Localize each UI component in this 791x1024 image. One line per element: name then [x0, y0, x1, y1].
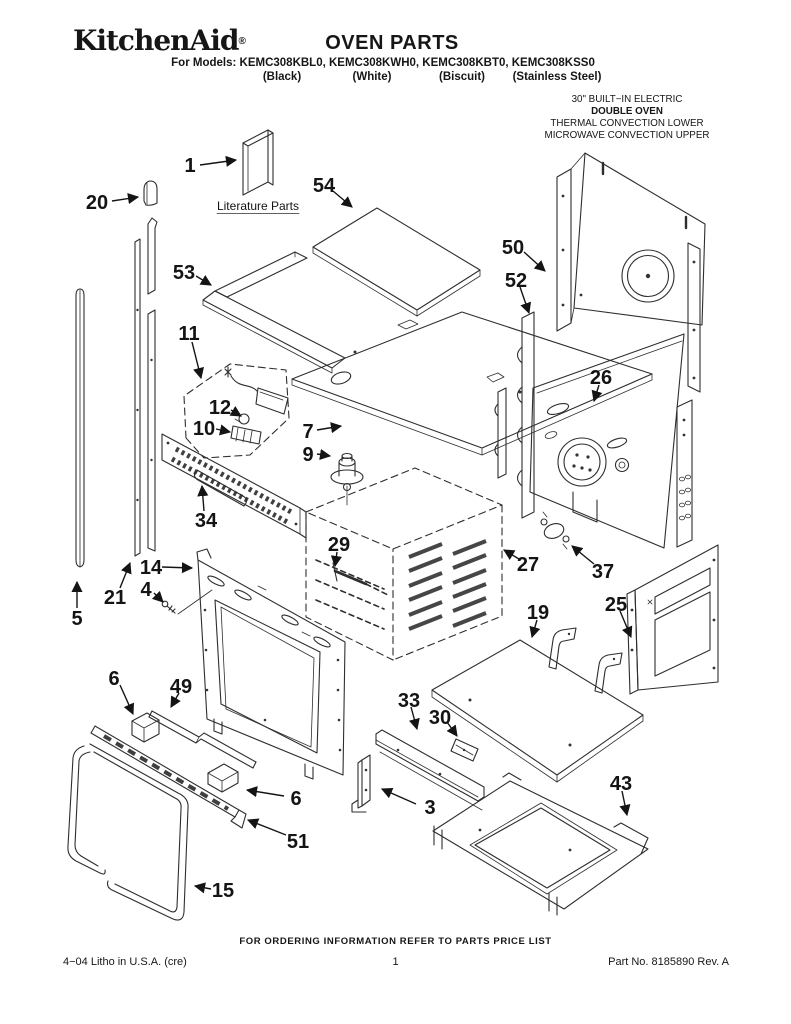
part-3-bracket [351, 754, 371, 813]
desc-line-4: MICROWAVE CONVECTION UPPER [544, 130, 710, 141]
part-26-blower-panel [529, 333, 693, 549]
part-number: Part No. 8185890 Rev. A [608, 956, 729, 968]
callout-37: 37 [592, 561, 614, 583]
kitchenaid-logo: KitchenAid® [73, 24, 246, 57]
models-line: For Models: KEMC308KBL0, KEMC308KWH0, KE… [171, 57, 595, 69]
part-33-rail [375, 729, 485, 811]
part-5-side-trim [75, 288, 85, 568]
literature-parts-label: Literature Parts [216, 199, 300, 214]
desc-line-2: DOUBLE OVEN [591, 106, 663, 117]
callout-19: 19 [527, 602, 549, 624]
part-51-lower-trim [90, 725, 247, 829]
callout-43: 43 [610, 773, 632, 795]
part-14-front-frame [196, 548, 346, 780]
finish-black: (Black) [262, 71, 302, 83]
part-9-grease-fitting [330, 452, 364, 506]
model-description: 30" BUILT−IN ELECTRIC DOUBLE OVEN THERMA… [527, 94, 727, 142]
callout-34: 34 [195, 510, 218, 532]
callout-27: 27 [517, 554, 539, 576]
part-52-bracket [494, 311, 535, 519]
part-15-door-gasket [67, 743, 189, 921]
part-54-insulation-pad [312, 207, 481, 317]
desc-line-1: 30" BUILT−IN ELECTRIC [571, 94, 683, 105]
part-11-light-kit-outline [183, 363, 290, 459]
part-6b-spacer-block [207, 763, 239, 793]
callout-9: 9 [302, 444, 313, 466]
brand-text: KitchenAid [73, 24, 239, 57]
callout-15: 15 [212, 880, 234, 902]
part-7-top-panel [291, 311, 653, 456]
part-27-oven-cavity [305, 467, 503, 661]
part-50-rear-panel [556, 152, 706, 393]
ordering-note: FOR ORDERING INFORMATION REFER TO PARTS … [239, 936, 552, 947]
callout-7: 7 [302, 421, 313, 443]
callout-12: 12 [209, 397, 231, 419]
page-title: OVEN PARTS [325, 32, 459, 54]
part-6a-spacer-block [131, 712, 160, 743]
callout-3: 3 [424, 797, 435, 819]
part-30-clip [450, 738, 479, 762]
part-43-bottom-tray [432, 772, 649, 916]
callout-30: 30 [429, 707, 451, 729]
finish-stainless: (Stainless Steel) [512, 71, 602, 83]
callout-arrows [71, 155, 633, 894]
litho-note: 4−04 Litho in U.S.A. (cre) [63, 956, 187, 968]
callout-29: 29 [328, 534, 350, 556]
part-10-lens [230, 425, 262, 445]
callout-14: 14 [140, 557, 163, 579]
callout-49: 49 [170, 676, 192, 698]
callout-53: 53 [173, 262, 195, 284]
page-number: 1 [392, 956, 399, 968]
part-21-mullion-trim [134, 217, 158, 557]
part-53-insulation-angle [202, 251, 346, 374]
callout-labels: 1 20 54 53 50 52 11 26 12 10 7 9 34 29 2… [71, 155, 632, 902]
callout-20: 20 [86, 192, 108, 214]
callout-10: 10 [193, 418, 215, 440]
callout-1: 1 [184, 155, 195, 177]
finish-white: (White) [352, 71, 392, 83]
part-1-literature-book [242, 129, 274, 196]
part-20-end-cap [143, 180, 158, 206]
callout-50: 50 [502, 237, 524, 259]
part-4-screw [161, 589, 213, 615]
callout-6a: 6 [108, 668, 119, 690]
callout-51: 51 [287, 831, 309, 853]
callout-5: 5 [71, 608, 82, 630]
part-37-thermostat [540, 511, 570, 550]
callout-33: 33 [398, 690, 420, 712]
part-19-shelf-panel [431, 627, 644, 783]
literature-parts-text: Literature Parts [217, 199, 299, 213]
finish-biscuit: (Biscuit) [439, 71, 485, 83]
callout-4: 4 [140, 579, 152, 601]
callout-25: 25 [605, 594, 627, 616]
registered-mark: ® [238, 36, 245, 47]
callout-52: 52 [505, 270, 527, 292]
callout-11: 11 [178, 323, 199, 345]
callout-54: 54 [313, 175, 336, 197]
part-49-rail [148, 710, 257, 769]
part-25-side-panel [626, 544, 719, 695]
callout-21: 21 [104, 587, 126, 609]
callout-6b: 6 [290, 788, 301, 810]
desc-line-3: THERMAL CONVECTION LOWER [550, 118, 704, 129]
callout-26: 26 [590, 367, 612, 389]
part-34-vent-grille [161, 433, 307, 539]
